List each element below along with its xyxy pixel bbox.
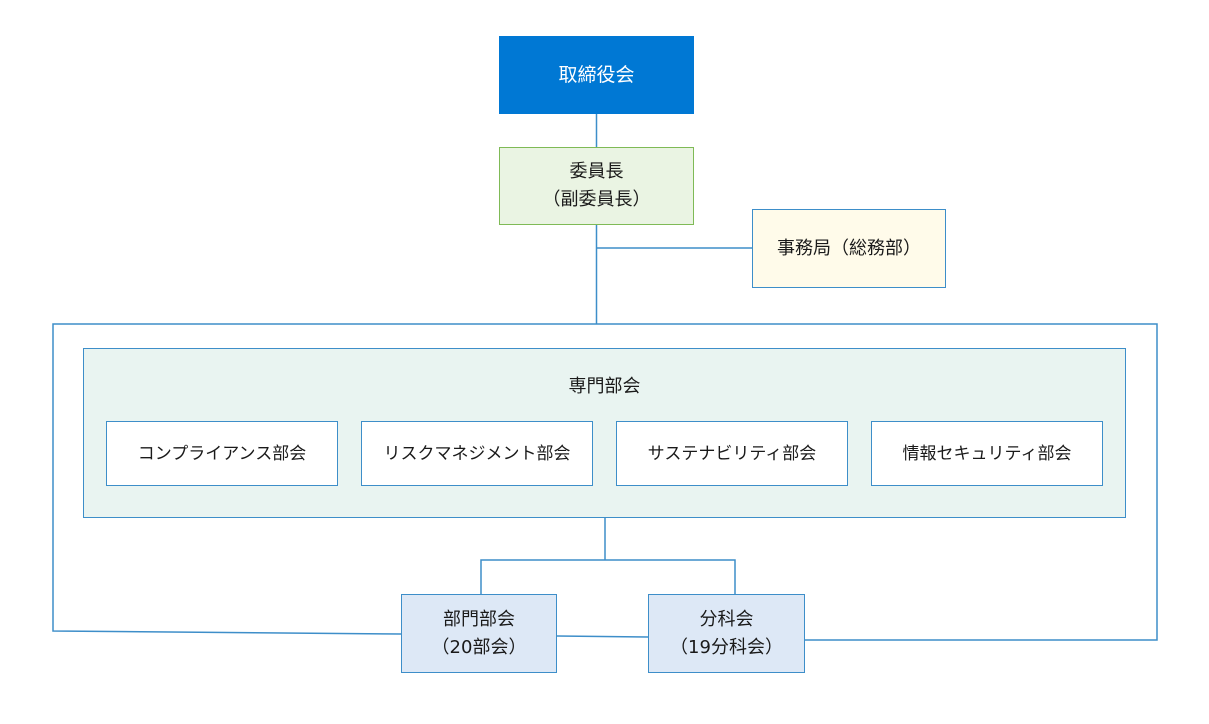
vice-chair-title: （副委員長） <box>542 189 651 210</box>
board-label: 取締役会 <box>558 64 635 86</box>
bottom-branch-line <box>480 559 736 594</box>
secretariat-box: 事務局（総務部） <box>752 209 946 288</box>
outer-frame-line <box>52 323 1158 641</box>
board-of-directors-box: 取締役会 <box>499 36 694 114</box>
sustainability-committee-box: サステナビリティ部会 <box>616 421 848 486</box>
compliance-committee-box: コンプライアンス部会 <box>106 421 338 486</box>
subcommittees-box: 分科会 （19分科会） <box>648 594 805 673</box>
bottom-link-line <box>556 635 649 638</box>
department-committees-box: 部門部会 （20部会） <box>401 594 557 673</box>
information-security-committee-label: 情報セキュリティ部会 <box>902 443 1072 464</box>
information-security-committee-box: 情報セキュリティ部会 <box>871 421 1103 486</box>
risk-management-committee-box: リスクマネジメント部会 <box>361 421 593 486</box>
chairperson-box: 委員長 （副委員長） <box>499 147 694 225</box>
department-committees-count: （20部会） <box>431 636 527 658</box>
secretariat-label: 事務局（総務部） <box>777 237 921 259</box>
department-committees-title: 部門部会 <box>443 608 515 630</box>
chair-title: 委員長 <box>569 161 624 182</box>
sustainability-committee-label: サステナビリティ部会 <box>647 443 817 464</box>
subcommittees-count: （19分科会） <box>670 636 783 658</box>
specialist-committees-title: 専門部会 <box>568 376 641 397</box>
compliance-committee-label: コンプライアンス部会 <box>137 443 307 464</box>
risk-management-committee-label: リスクマネジメント部会 <box>383 443 571 464</box>
subcommittees-title: 分科会 <box>699 608 754 630</box>
